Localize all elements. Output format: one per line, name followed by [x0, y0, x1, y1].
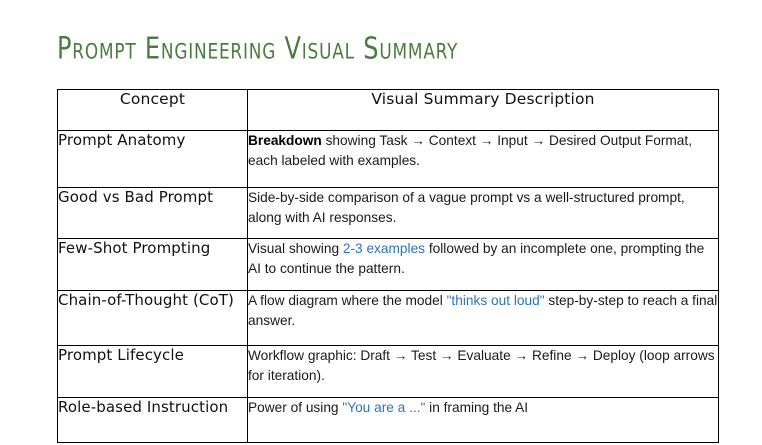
table-row: Prompt Lifecycle Workflow graphic: Draft…	[57, 345, 719, 398]
description-cell: Power of using "You are a ..." in framin…	[247, 397, 719, 443]
description-text: Power of using "You are a ..." in framin…	[248, 400, 529, 415]
concept-cell: Few-Shot Prompting	[57, 238, 248, 291]
concept-label: Prompt Anatomy	[58, 131, 186, 149]
column-header-concept: Concept	[57, 89, 248, 131]
description-cell: Breakdown showing Task → Context → Input…	[247, 130, 719, 188]
description-cell: Workflow graphic: Draft → Test → Evaluat…	[247, 345, 719, 398]
table-row-clipped: Role-based Instruction Power of using "Y…	[57, 397, 719, 443]
table-body: Prompt Anatomy Breakdown showing Task → …	[57, 130, 719, 443]
concept-cell: Role-based Instruction	[57, 397, 248, 443]
concept-cell: Good vs Bad Prompt	[57, 187, 248, 239]
column-header-description-label: Visual Summary Description	[371, 90, 595, 108]
concept-label: Few-Shot Prompting	[58, 239, 211, 257]
page-title: Prompt Engineering Visual Summary	[57, 31, 459, 67]
table-row: Chain-of-Thought (CoT) A flow diagram wh…	[57, 290, 719, 346]
description-text: Visual showing 2-3 examples followed by …	[248, 241, 705, 277]
concept-cell: Chain-of-Thought (CoT)	[57, 290, 248, 346]
table-row: Good vs Bad Prompt Side-by-side comparis…	[57, 187, 719, 239]
description-text: Side-by-side comparison of a vague promp…	[248, 190, 685, 226]
concept-cell: Prompt Anatomy	[57, 130, 248, 188]
description-text: Workflow graphic: Draft → Test → Evaluat…	[248, 348, 715, 384]
table-row: Prompt Anatomy Breakdown showing Task → …	[57, 130, 719, 188]
description-text: Breakdown showing Task → Context → Input…	[248, 133, 693, 169]
concept-cell: Prompt Lifecycle	[57, 345, 248, 398]
visual-summary-table: Concept Visual Summary Description Promp…	[57, 89, 719, 443]
concept-label: Chain-of-Thought (CoT)	[58, 291, 234, 309]
column-header-concept-label: Concept	[119, 90, 186, 108]
concept-label: Role-based Instruction	[58, 398, 229, 416]
concept-label: Prompt Lifecycle	[58, 346, 184, 364]
concept-label: Good vs Bad Prompt	[58, 188, 214, 206]
column-header-description: Visual Summary Description	[247, 89, 719, 131]
table-header-row: Concept Visual Summary Description	[57, 89, 719, 131]
table-row: Few-Shot Prompting Visual showing 2-3 ex…	[57, 238, 719, 291]
description-cell: A flow diagram where the model "thinks o…	[247, 290, 719, 346]
description-cell: Side-by-side comparison of a vague promp…	[247, 187, 719, 239]
description-text: A flow diagram where the model "thinks o…	[248, 293, 718, 329]
description-cell: Visual showing 2-3 examples followed by …	[247, 238, 719, 291]
